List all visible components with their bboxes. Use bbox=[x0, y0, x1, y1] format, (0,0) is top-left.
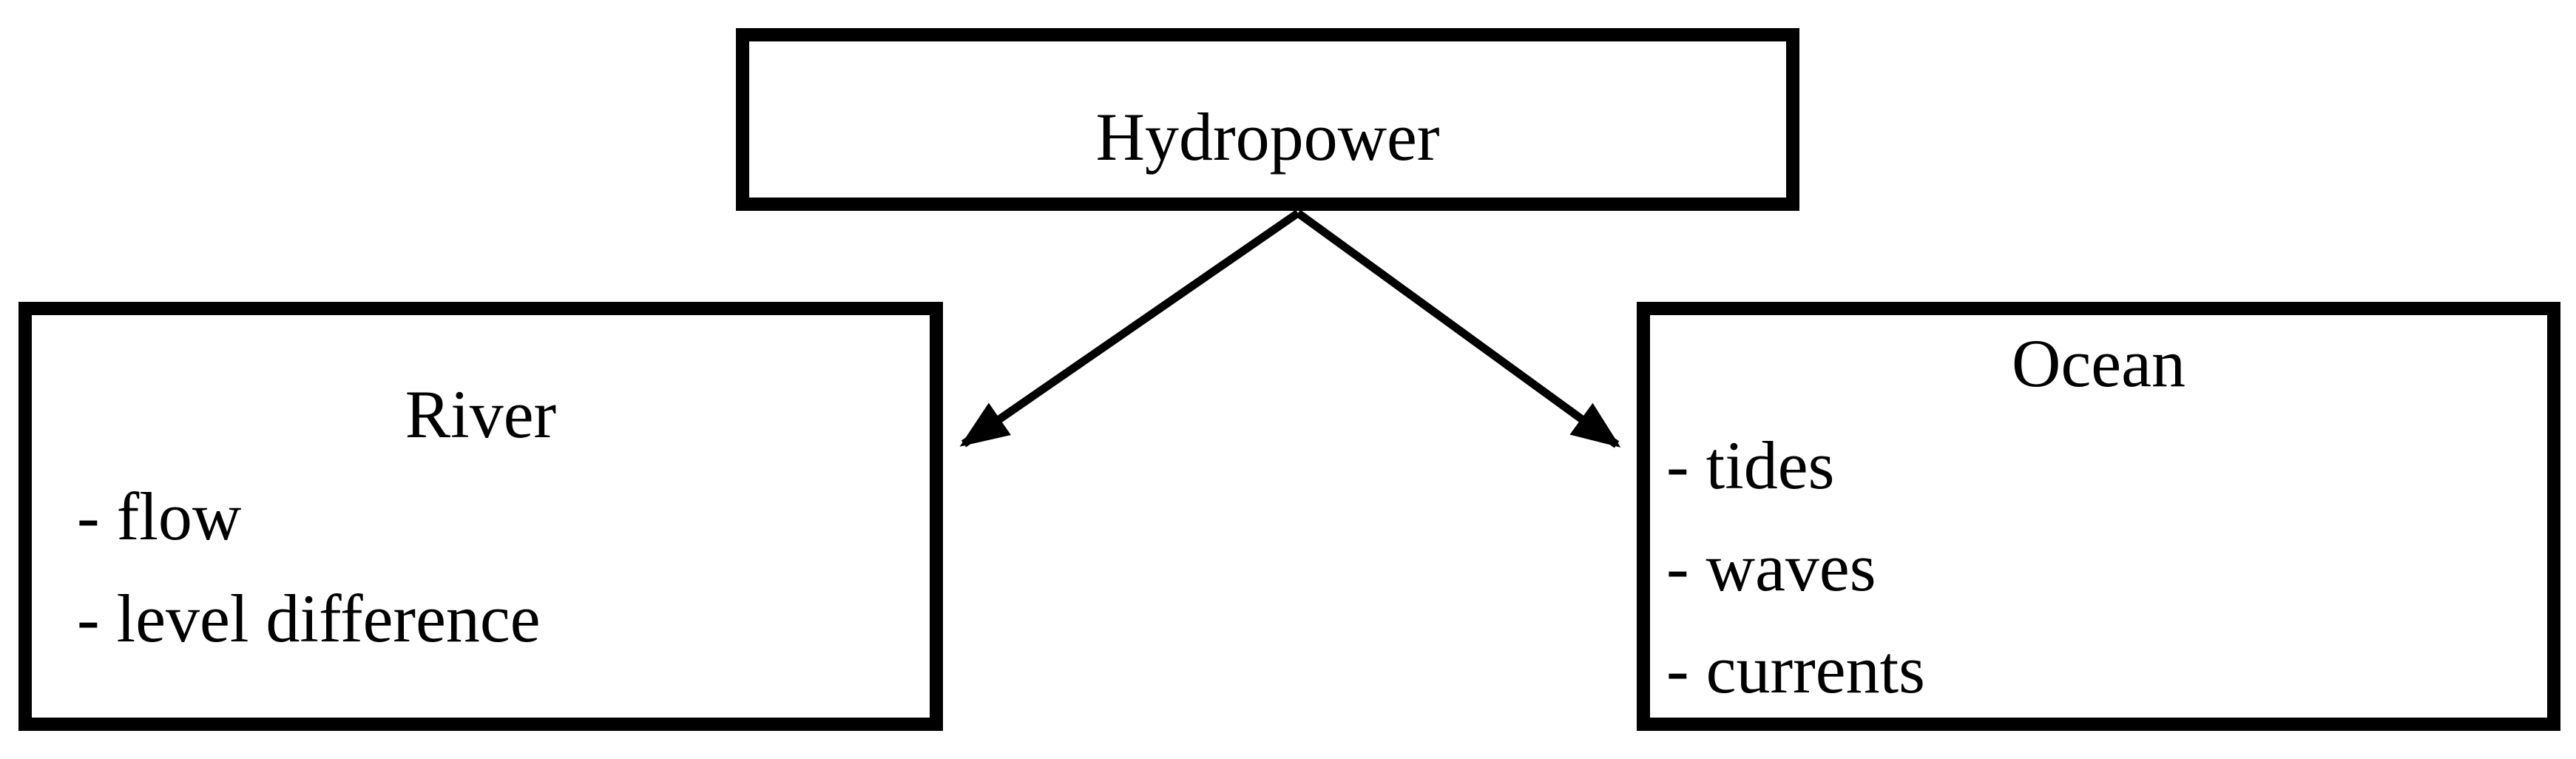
node-hydropower: Hydropower bbox=[736, 28, 1799, 211]
node-river-item-level-difference: - level difference bbox=[77, 581, 541, 656]
node-ocean-item-currents: - currents bbox=[1666, 632, 1925, 707]
node-ocean-title: Ocean bbox=[2012, 325, 2185, 401]
node-ocean: Ocean - tides - waves - currents bbox=[1637, 302, 2560, 731]
arrow-hydropower-to-river bbox=[959, 209, 1301, 448]
node-river: River - flow - level difference bbox=[18, 302, 943, 731]
node-river-title: River bbox=[405, 377, 557, 452]
node-river-item-flow: - flow bbox=[77, 479, 242, 554]
arrow-hydropower-to-ocean bbox=[1295, 209, 1621, 448]
node-ocean-item-waves: - waves bbox=[1666, 530, 1876, 605]
node-hydropower-label: Hydropower bbox=[1095, 98, 1440, 175]
node-ocean-item-tides: - tides bbox=[1666, 428, 1835, 503]
